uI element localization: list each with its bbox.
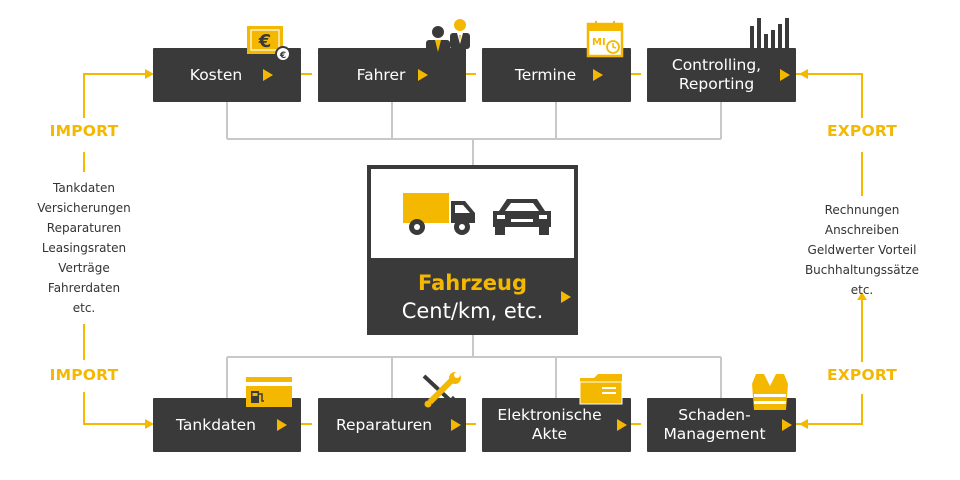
vehicle-subtitle: Cent/km, etc. [401, 299, 544, 323]
import-item: Leasingsraten [41, 241, 127, 255]
import-item: Reparaturen [46, 221, 122, 235]
export-item: Buchhaltungssätze [804, 263, 920, 277]
vehicle-title: Fahrzeug [417, 271, 528, 295]
import-item: Versicherungen [37, 201, 131, 215]
export-item: Geldwerter Vorteil [807, 243, 917, 257]
car-icon [493, 199, 551, 235]
export-list: Rechnungen Anschreiben Geldwerter Vortei… [787, 200, 937, 300]
akte-label: Elektronische Akte [497, 406, 602, 443]
export-title-bottom: EXPORT [826, 366, 898, 384]
tankdaten-arrow-icon [277, 419, 287, 431]
wrench-screwdriver-icon [422, 372, 461, 410]
import-item: Verträge [58, 261, 110, 275]
calendar-icon: MI [586, 21, 624, 58]
top-connectors [226, 102, 722, 165]
flow-lines [83, 73, 863, 425]
bar-chart-icon [750, 18, 789, 48]
kosten-arrow-icon [263, 69, 273, 81]
export-title-top: EXPORT [826, 122, 898, 140]
fahrer-arrow-icon [418, 69, 428, 81]
vehicle-panel [367, 165, 578, 262]
export-item: etc. [850, 283, 874, 297]
bottom-connectors [226, 335, 722, 398]
akte-arrow-icon [617, 419, 627, 431]
drivers-icon [426, 19, 470, 57]
import-title-top: IMPORT [49, 122, 119, 140]
import-item: Tankdaten [53, 181, 115, 195]
import-list: Tankdaten Versicherungen Reparaturen Lea… [24, 178, 144, 318]
reparaturen-label: Reparaturen [335, 415, 433, 434]
folder-icon [579, 374, 623, 405]
truck-icon [403, 193, 475, 235]
fuel-card-icon [246, 377, 292, 407]
import-title-bottom: IMPORT [49, 366, 119, 384]
controlling-box[interactable]: Controlling, Reporting [647, 48, 796, 102]
svg-text:€: € [258, 31, 272, 52]
reparaturen-arrow-icon [451, 419, 461, 431]
termine-arrow-icon [593, 69, 603, 81]
akte-box[interactable]: Elektronische Akte [482, 398, 631, 452]
schaden-arrow-icon [782, 419, 792, 431]
controlling-label: Controlling, Reporting [671, 56, 762, 93]
euro-coin-icon: € € [247, 26, 291, 62]
termine-label: Termine [514, 65, 577, 84]
tankdaten-label: Tankdaten [176, 415, 256, 434]
import-item: etc. [72, 301, 96, 315]
vehicle-label-panel[interactable]: Fahrzeug Cent/km, etc. [367, 262, 578, 335]
vehicle-arrow-icon [561, 291, 571, 303]
flow-arrowheads [145, 69, 867, 429]
reparaturen-box[interactable]: Reparaturen [318, 398, 466, 452]
export-item: Rechnungen [824, 203, 900, 217]
safety-vest-icon [752, 374, 788, 410]
controlling-arrow-icon [780, 69, 790, 81]
fahrer-label: Fahrer [356, 65, 406, 84]
import-item: Fahrerdaten [47, 281, 121, 295]
calendar-day-text: MI [592, 37, 606, 48]
schaden-label: Schaden- Management [663, 406, 766, 443]
export-item: Anschreiben [824, 223, 900, 237]
svg-text:€: € [279, 51, 286, 61]
kosten-label: Kosten [189, 65, 243, 84]
